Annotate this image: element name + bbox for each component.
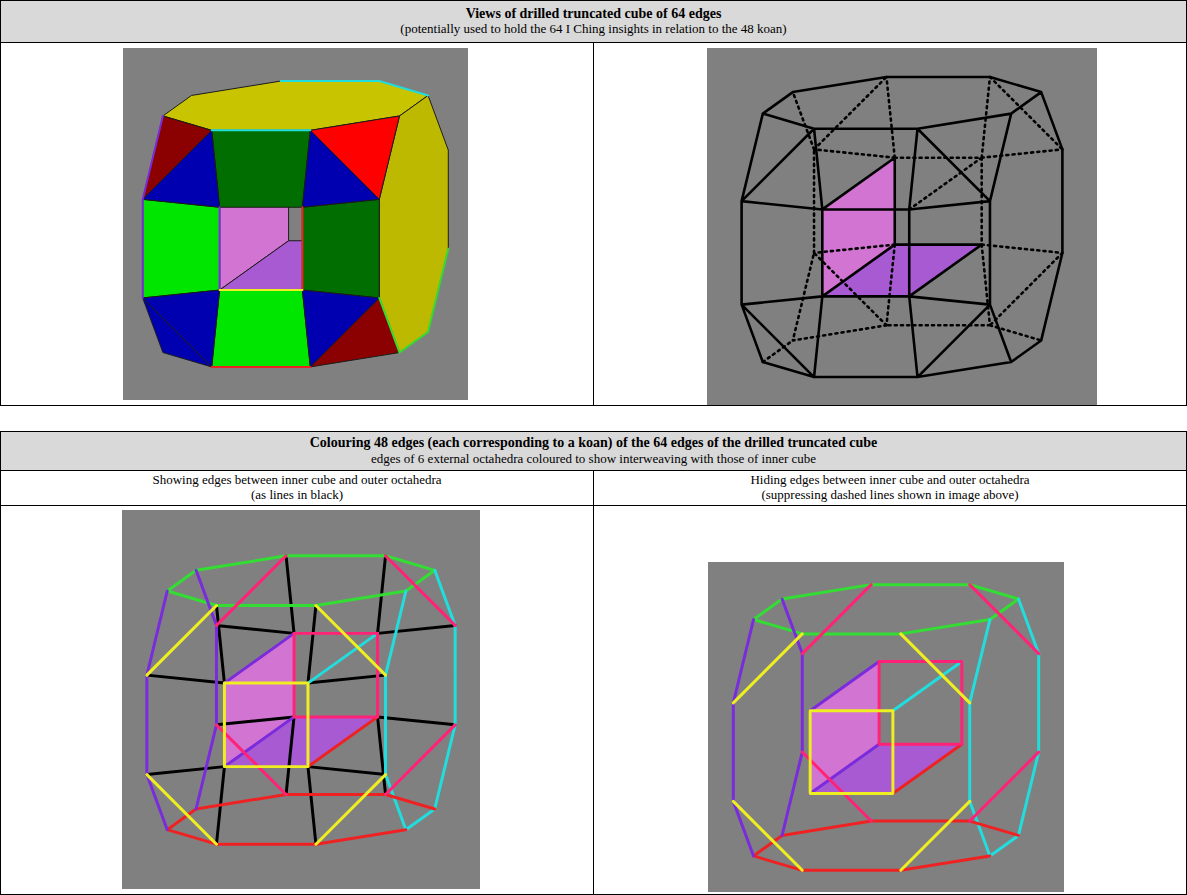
wireframe-cube-illustration [707, 48, 1097, 405]
header-band: Colouring 48 edges (each corresponding t… [0, 431, 1187, 471]
coloured-edges-illustration [708, 562, 1064, 892]
column-heading: Showing edges between inner cube and out… [0, 470, 594, 506]
subheading-text: (potentially used to hold the 64 I Ching… [400, 22, 786, 37]
heading-text: Hiding edges between inner cube and oute… [749, 473, 1032, 503]
column-heading: Hiding edges between inner cube and oute… [593, 470, 1187, 506]
coloured-edges-illustration [122, 510, 480, 889]
heading-text: Colouring 48 edges (each corresponding t… [310, 435, 878, 451]
solid-cube-illustration [123, 48, 468, 400]
subheading-text: edges of 6 external octahedra coloured t… [371, 452, 816, 467]
header-band: Views of drilled truncated cube of 64 ed… [0, 0, 1187, 43]
heading-text: Views of drilled truncated cube of 64 ed… [466, 6, 722, 22]
heading-text: Showing edges between inner cube and out… [151, 473, 444, 503]
